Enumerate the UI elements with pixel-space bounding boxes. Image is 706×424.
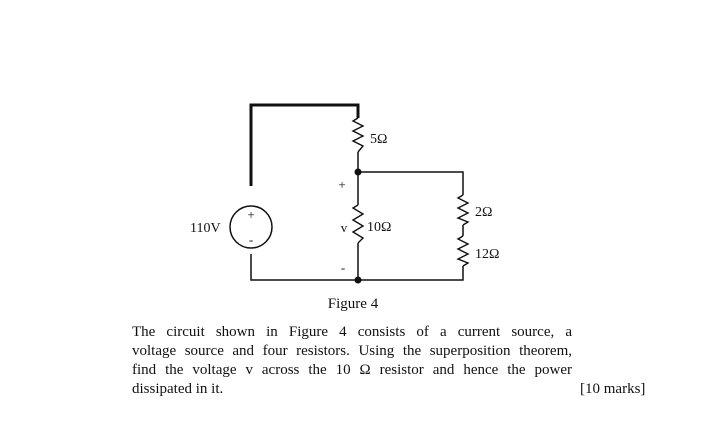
figure-caption: Figure 4 [327,296,379,312]
problem-line: dissipated in it. [132,381,224,397]
source-minus-sign: - [249,232,253,247]
resistor-2ohm [456,194,470,226]
resistor-5ohm-label: 5Ω [370,132,387,147]
problem-line: voltage source and four resistors. Using… [132,343,572,359]
v-label: v [341,220,348,235]
source-label: 110V [190,221,221,236]
circuit-diagram: + - 110V 5Ω 10Ω + v - 2Ω 12Ω [190,103,499,284]
wire-12ohm-to-bottom [358,266,464,281]
resistor-12ohm-label: 12Ω [475,247,499,262]
resistor-10ohm [351,204,365,244]
voltage-source: + - [229,205,273,249]
marks-label: [10 marks] [580,381,646,397]
node-bottom [354,276,362,284]
problem-text: The circuit shown in Figure 4 consists o… [132,323,572,399]
top-wire [249,103,360,186]
circuit-wires [249,103,464,281]
node-top [354,168,362,176]
wire-node-to-right-branch [358,171,464,195]
problem-line: find the voltage v across the 10 Ω resis… [132,362,572,378]
resistor-5ohm [351,117,365,153]
resistor-2ohm-label: 2Ω [475,205,492,220]
source-plus-sign: + [247,207,254,222]
v-minus-sign: - [341,260,345,275]
wire-source-to-bottom [250,254,358,281]
problem-line: The circuit shown in Figure 4 consists o… [132,324,572,340]
resistor-12ohm [456,235,470,267]
resistor-10ohm-label: 10Ω [367,220,391,235]
v-plus-sign: + [338,177,345,192]
